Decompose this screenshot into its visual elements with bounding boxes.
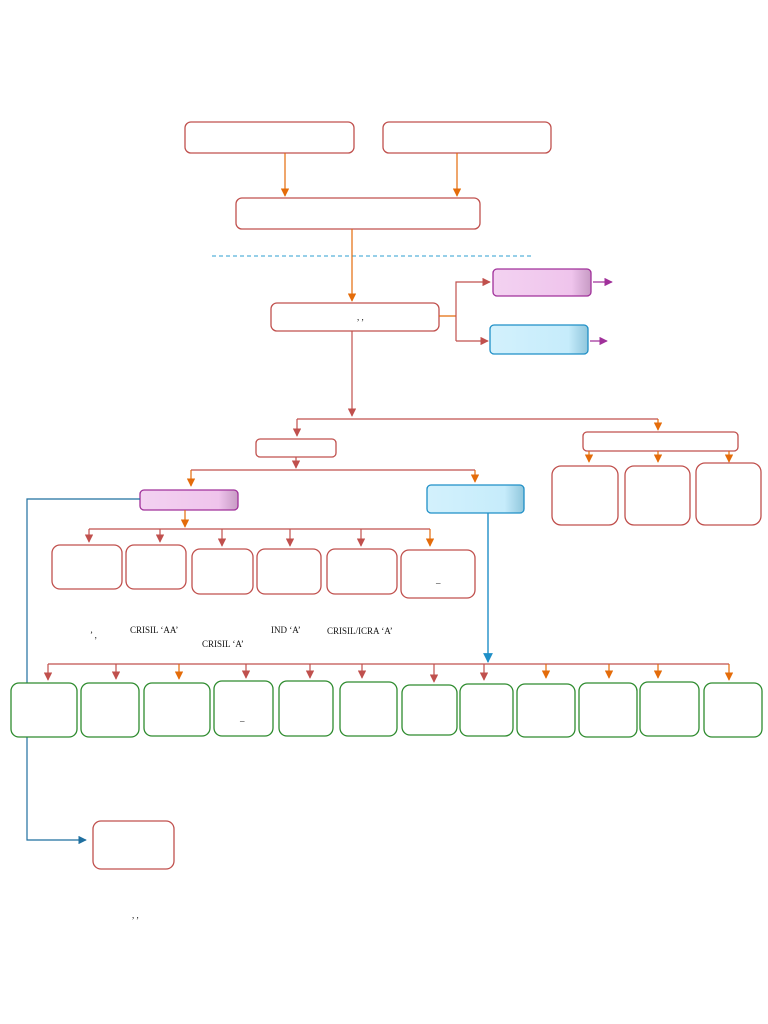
- merge-box: [235, 197, 481, 230]
- big-row-box-11: [639, 681, 700, 737]
- side-cyan-box: [489, 324, 589, 355]
- small-mark-label: ’ ,: [90, 630, 97, 640]
- pink-child-box-4: [256, 548, 322, 595]
- big-row-box-2: [80, 682, 140, 738]
- side-branch-lines: [455, 277, 491, 341]
- crisil-icra-a-label: CRISIL/ICRA ‘A’: [327, 626, 393, 636]
- crisil-aa-label: CRISIL ‘AA’: [130, 625, 179, 635]
- pink-child-box-6: [400, 549, 476, 599]
- pink-child-box-2: [125, 544, 187, 590]
- top-left-box: [184, 121, 355, 154]
- top-right-box: [382, 121, 552, 154]
- bottom-mark-label: , ,: [132, 910, 139, 920]
- big-row-4-dash: –: [240, 716, 245, 726]
- right-child-box-2: [624, 465, 691, 526]
- big-row-arrows: [43, 664, 734, 683]
- right-child-box-1: [551, 465, 619, 526]
- big-row-box-6: [339, 681, 398, 737]
- big-row-box-5: [278, 680, 334, 737]
- right-box: [582, 431, 739, 452]
- big-row-box-12: [703, 682, 763, 738]
- pink-child-box-3: [191, 548, 254, 595]
- big-row-box-3: [143, 682, 211, 737]
- big-row-box-8: [459, 683, 514, 737]
- hub-box-marks: , ,: [357, 312, 364, 322]
- hub-box: [270, 302, 440, 332]
- left-blue-connector: [26, 498, 140, 845]
- big-row-box-10: [578, 682, 638, 738]
- big-row-box-7: [401, 684, 458, 736]
- pink-child-6-dash: –: [436, 578, 441, 588]
- left-small-box: [255, 438, 337, 458]
- ind-a-label: IND ‘A’: [271, 625, 301, 635]
- big-row-box-9: [516, 683, 576, 738]
- pink-main-box: [139, 489, 239, 511]
- big-row-box-1: [10, 682, 78, 738]
- right-child-box-3: [695, 462, 762, 526]
- bottom-box: [92, 820, 175, 870]
- side-pink-box: [492, 268, 592, 297]
- cyan-main-box: [426, 484, 525, 514]
- pink-child-box-1: [51, 544, 123, 590]
- big-row-box-4: [213, 680, 274, 737]
- crisil-a-label: CRISIL ‘A’: [202, 639, 244, 649]
- pink-child-box-5: [326, 548, 398, 595]
